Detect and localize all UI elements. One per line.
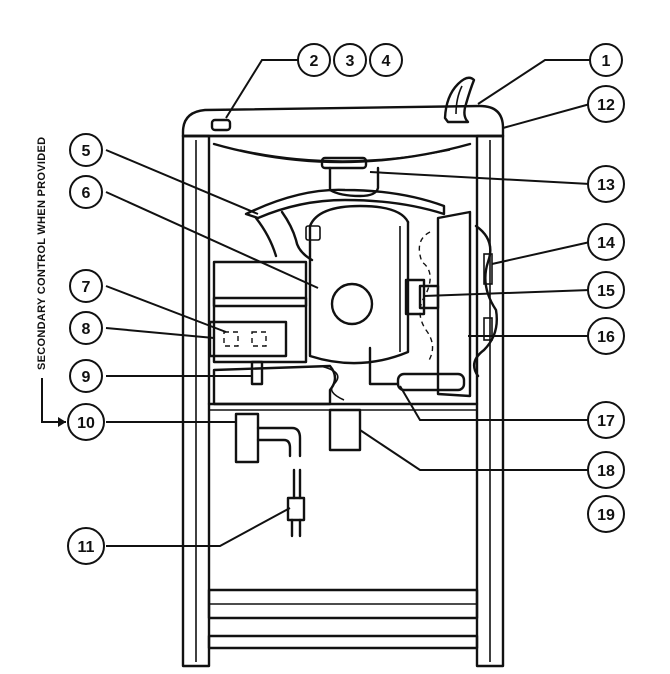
svg-text:10: 10 (77, 415, 95, 432)
callout-8: 8 (69, 311, 103, 345)
svg-text:17: 17 (597, 413, 615, 430)
svg-text:1: 1 (602, 53, 611, 70)
callout-1: 1 (589, 43, 623, 77)
svg-text:15: 15 (597, 283, 615, 300)
callout-17: 17 (587, 401, 625, 439)
svg-text:7: 7 (82, 279, 91, 296)
arrowhead-icon (58, 417, 66, 427)
shelf (207, 402, 479, 452)
callout-11: 11 (67, 527, 105, 565)
svg-text:19: 19 (597, 507, 615, 524)
callout-5: 5 (69, 133, 103, 167)
callout-7: 7 (69, 269, 103, 303)
callout-3: 3 (333, 43, 367, 77)
cabinet-frame (181, 104, 505, 668)
leader-lines (41, 59, 591, 547)
bubbler (443, 76, 476, 124)
callout-16: 16 (587, 317, 625, 355)
callout-2: 2 (297, 43, 331, 77)
condenser-fan (404, 210, 498, 398)
callout-18: 18 (587, 451, 625, 489)
callout-14: 14 (587, 223, 625, 261)
side-annotation: SECONDARY CONTROL WHEN PROVIDED (36, 137, 48, 370)
svg-text:13: 13 (597, 177, 615, 194)
svg-text:6: 6 (82, 185, 91, 202)
precooler (244, 188, 446, 262)
strainer (368, 346, 466, 392)
callout-13: 13 (587, 165, 625, 203)
svg-text:12: 12 (597, 97, 615, 114)
svg-text:11: 11 (78, 539, 95, 556)
svg-text:14: 14 (597, 235, 615, 252)
secondary-control-note: SECONDARY CONTROL WHEN PROVIDED (36, 137, 48, 370)
svg-text:2: 2 (310, 53, 319, 70)
callout-10: 10 (67, 403, 105, 441)
callout-19: 19 (587, 495, 625, 533)
cooling-tank (308, 204, 410, 365)
callout-4: 4 (369, 43, 403, 77)
callout-15: 15 (587, 271, 625, 309)
push-button (210, 118, 232, 132)
secondary-control (234, 412, 302, 464)
svg-text:16: 16 (597, 329, 615, 346)
svg-text:18: 18 (597, 463, 615, 480)
svg-text:8: 8 (82, 321, 91, 338)
callout-6: 6 (69, 175, 103, 209)
svg-text:4: 4 (382, 53, 391, 70)
svg-text:3: 3 (346, 53, 355, 70)
svg-text:9: 9 (82, 369, 91, 386)
callout-12: 12 (587, 85, 625, 123)
compressor-housing (208, 260, 345, 406)
power-cord (286, 468, 306, 538)
callout-9: 9 (69, 359, 103, 393)
basin (212, 142, 472, 170)
svg-text:5: 5 (82, 143, 91, 160)
